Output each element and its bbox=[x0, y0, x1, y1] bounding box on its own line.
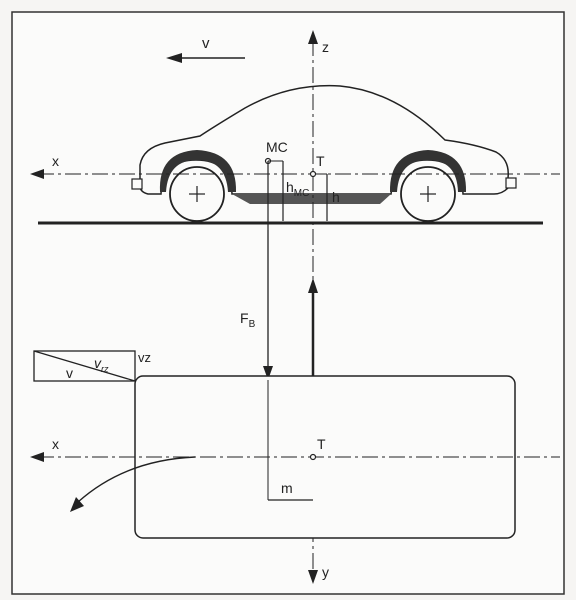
center-t-bottom bbox=[309, 453, 317, 461]
y-axis-arrowhead bbox=[308, 570, 318, 584]
center-t-bottom-label: T bbox=[317, 436, 326, 452]
rear-wheel-arch bbox=[389, 150, 467, 192]
z-axis-label: z bbox=[322, 39, 329, 55]
h-label: h bbox=[332, 189, 340, 205]
mc-label: MC bbox=[266, 139, 288, 155]
force-b-arrow bbox=[263, 230, 273, 380]
velocity-arrow-top bbox=[166, 53, 245, 63]
z-axis-arrowhead bbox=[308, 30, 318, 44]
yaw-arrow bbox=[70, 456, 196, 512]
x-axis-bottom-label: x bbox=[52, 436, 59, 452]
force-b-label: FB bbox=[240, 310, 256, 330]
center-t-top bbox=[309, 170, 317, 178]
h-mc-label: hMC bbox=[286, 179, 309, 199]
v-vec-label: v bbox=[66, 365, 73, 381]
lever-arm-m bbox=[267, 380, 313, 501]
car-body bbox=[131, 84, 517, 195]
mc-marker bbox=[264, 157, 283, 230]
rear-wheel bbox=[400, 166, 456, 222]
y-axis-label: y bbox=[322, 564, 329, 580]
velocity-label-top: v bbox=[202, 35, 210, 52]
center-t-top-label: T bbox=[316, 153, 325, 169]
front-wheel bbox=[169, 166, 225, 222]
front-wheel-arch bbox=[159, 150, 237, 192]
v-rz-label: vrz bbox=[94, 355, 109, 374]
velocity-triangle bbox=[33, 350, 136, 382]
v-z-label: vz bbox=[138, 350, 151, 365]
x-axis-top-label: x bbox=[52, 153, 59, 169]
underbody bbox=[232, 194, 391, 204]
x-axis-top-arrowhead bbox=[30, 169, 44, 179]
x-axis-bottom-arrowhead bbox=[30, 452, 44, 462]
m-label: m bbox=[281, 480, 293, 496]
